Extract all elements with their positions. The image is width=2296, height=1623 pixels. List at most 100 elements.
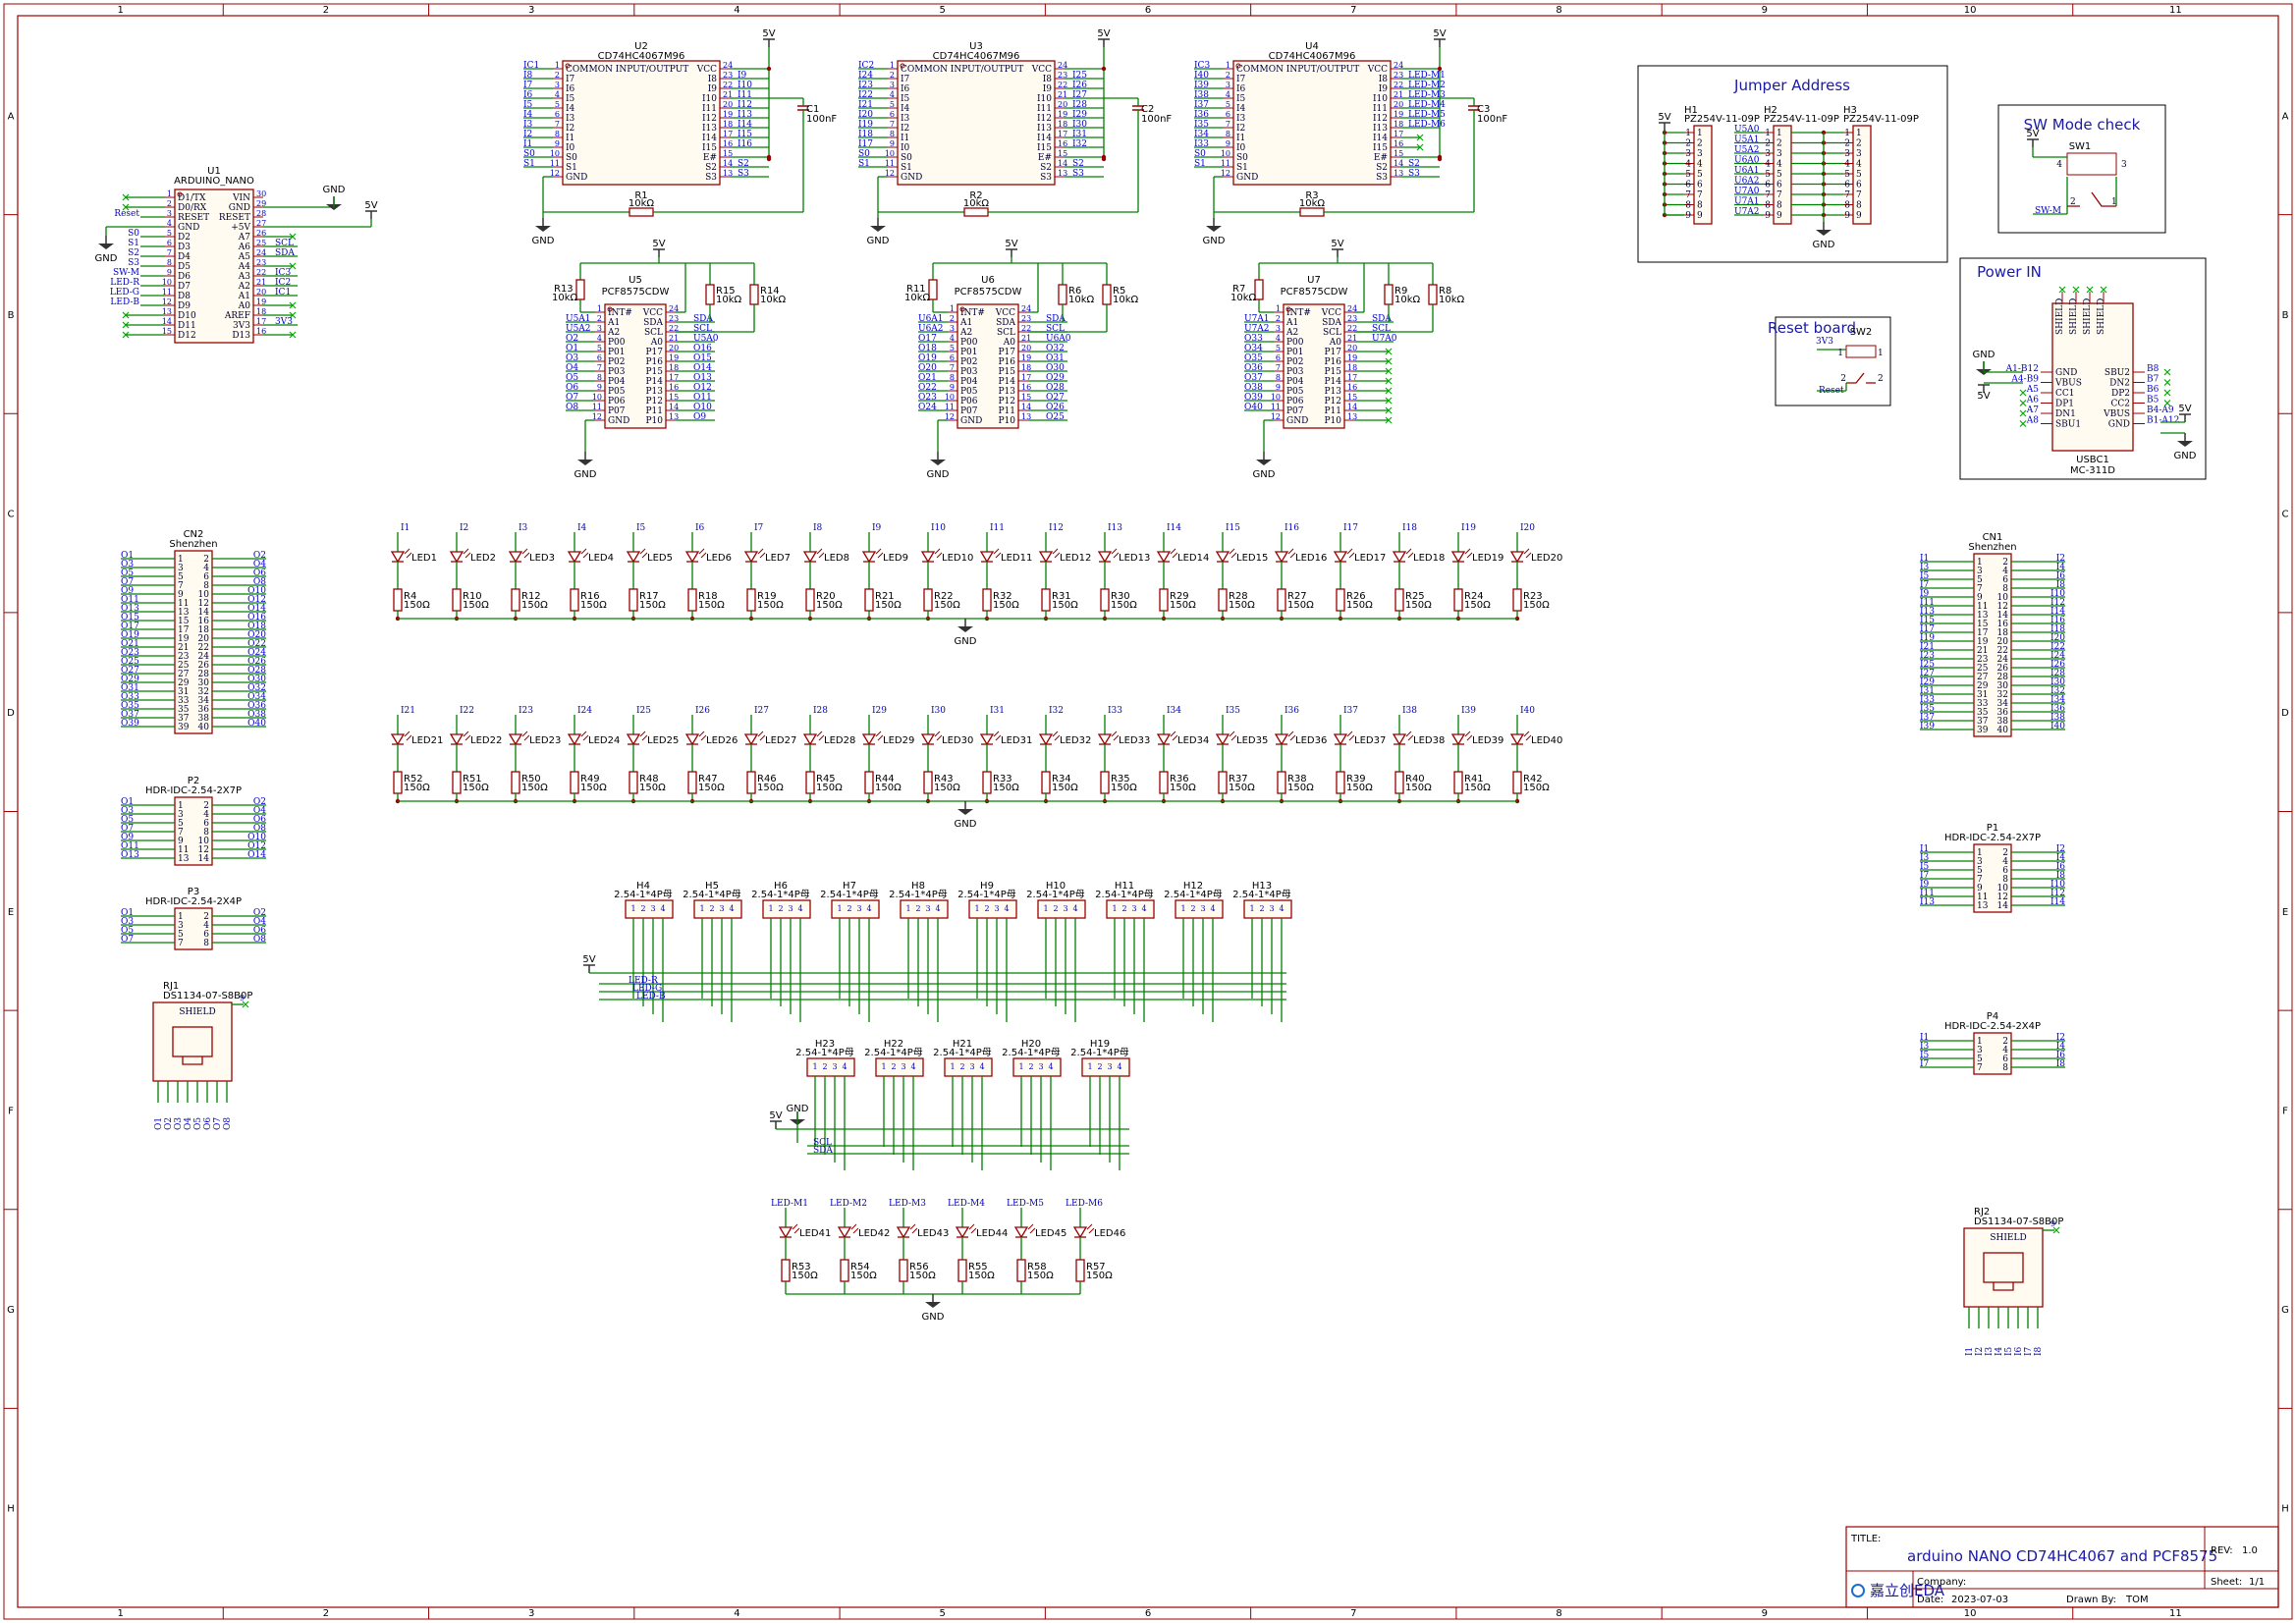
- pin-name: CC1: [2055, 389, 2075, 399]
- rj1-shield: SHIELD: [179, 1007, 215, 1017]
- pin-number: 4: [1072, 904, 1077, 913]
- resistor-ref: R53: [792, 1262, 811, 1272]
- pin-number: 23: [178, 652, 190, 662]
- resistor-ref: R1: [634, 190, 647, 201]
- pin-number: 9: [1685, 211, 1691, 221]
- pin-number: 20: [1347, 344, 1357, 352]
- net-label: I13: [1108, 523, 1122, 533]
- pin-name: I14: [1037, 134, 1052, 143]
- net-label: O2: [253, 797, 266, 807]
- pin-number: 1: [2111, 197, 2117, 207]
- net-label: O30: [1046, 363, 1065, 373]
- no-connect-mark: [122, 331, 130, 339]
- resistor-ref: R31: [1052, 591, 1071, 602]
- pin-number: 1: [597, 304, 602, 313]
- net-label: B5: [2147, 396, 2159, 406]
- net-label: I16: [2050, 616, 2065, 625]
- net-label: O18: [918, 344, 937, 353]
- net-label: O1: [566, 344, 578, 353]
- net-label: S1: [1194, 159, 1206, 169]
- pin-number: 4: [1765, 160, 1771, 170]
- resistor-value: 150Ω: [1287, 600, 1314, 611]
- resistor-ref: R4: [404, 591, 416, 602]
- led-icon: [1038, 551, 1054, 564]
- pin-name: I11: [1037, 104, 1052, 114]
- pin-number: 11: [178, 845, 189, 855]
- led-icon: [567, 551, 582, 564]
- pin-number: 2: [891, 1062, 896, 1071]
- pin-name: P17: [1324, 348, 1341, 357]
- net-label: IC3: [1194, 61, 1210, 71]
- net-label: I3: [1920, 1042, 1930, 1052]
- p4-name: HDR-IDC-2.54-2X4P: [1944, 1021, 2041, 1032]
- pin-number: 3: [1844, 149, 1850, 159]
- pin-number: 26: [1997, 664, 2009, 674]
- net-label: O34: [1244, 344, 1263, 353]
- led-icon: [1333, 733, 1348, 746]
- pin-name: DP1: [2055, 400, 2074, 409]
- net-label: O5: [566, 373, 578, 383]
- led-ref: LED44: [976, 1228, 1008, 1239]
- header-ref: H5: [705, 881, 719, 892]
- pin-name: 7: [1856, 190, 1862, 200]
- pin-number: 2: [167, 199, 172, 208]
- pin-number: 12: [1997, 602, 2008, 612]
- pin-name: D2: [178, 233, 191, 243]
- pin-number: 14: [1997, 611, 2009, 621]
- column-marker: 6: [1145, 5, 1151, 16]
- net-label: I15: [738, 130, 752, 139]
- header-ref: H19: [1090, 1039, 1110, 1050]
- header-name: 2.54-1*4P母: [614, 889, 673, 900]
- rj2-shield: SHIELD: [1990, 1233, 2026, 1243]
- led-array-section[interactable]: I1LED1R4150ΩI2LED2R10150ΩI3LED3R12150ΩI4…: [390, 523, 1562, 1323]
- pin-number: 1: [1977, 558, 1983, 568]
- column-marker: 11: [2169, 1608, 2182, 1619]
- net-label: I34: [1167, 706, 1181, 716]
- net-label: O19: [121, 630, 139, 640]
- resistor-ref: R36: [1170, 774, 1189, 784]
- column-marker: 7: [1350, 1608, 1356, 1619]
- pin-number: 7: [1977, 875, 1983, 885]
- supply-label: 5V: [1331, 239, 1343, 249]
- net-label: O13: [121, 850, 139, 860]
- pin-number: 17: [1021, 373, 1031, 382]
- resistor-ref: R23: [1523, 591, 1543, 602]
- led-ref: LED9: [883, 553, 908, 564]
- header-ref: H11: [1115, 881, 1134, 892]
- pin-number: 4: [555, 90, 560, 99]
- pin-name: A2: [1285, 328, 1298, 338]
- pin-number: 2: [2002, 1037, 2008, 1047]
- pin-number: 11: [1977, 893, 1988, 902]
- resistor-ref: R28: [1229, 591, 1248, 602]
- net-label: I9: [872, 523, 882, 533]
- pin-name: I9: [708, 84, 718, 94]
- no-connect-mark: [289, 262, 297, 270]
- pin1-mark: [177, 191, 183, 197]
- pin-number: 7: [1226, 120, 1230, 129]
- pin-name: P02: [1286, 357, 1304, 367]
- net-label: SW-M: [113, 268, 139, 278]
- sheet-label: Sheet:: [2211, 1577, 2242, 1588]
- led-icon: [1156, 551, 1172, 564]
- net-label: I5: [1920, 571, 1930, 581]
- header-name: 2.54-1*4P母: [933, 1047, 992, 1058]
- pin-number: 8: [203, 828, 209, 838]
- led-icon: [449, 551, 465, 564]
- pin-number: 37: [178, 714, 190, 724]
- net-label: I37: [1920, 713, 1935, 723]
- led-icon: [1038, 733, 1054, 746]
- pin-number: 23: [669, 314, 679, 323]
- led-icon: [567, 733, 582, 746]
- supply-label: 5V: [2178, 404, 2191, 414]
- led-icon: [1215, 551, 1230, 564]
